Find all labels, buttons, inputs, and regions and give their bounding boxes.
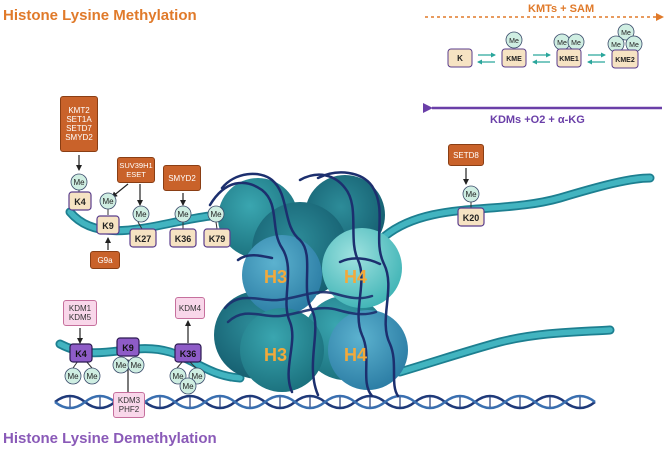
writer-box-k4: KMT2 SET1A SETD7 SMYD2 (60, 96, 98, 152)
legend-me-2b: Me (571, 40, 581, 47)
me-k36: Me (177, 210, 189, 219)
demeth-lysine-k4: K4 (75, 349, 87, 359)
lysine-k27: K27 (135, 234, 152, 244)
lysine-k9: K9 (102, 221, 114, 231)
demethylation-title: Histone Lysine Demethylation (3, 430, 217, 447)
lysine-k4: K4 (74, 197, 86, 207)
demethylation-me-groups: Me Me Me Me Me Me Me (64, 356, 206, 395)
legend-state-kme1: KME1 (559, 56, 579, 63)
eraser-kdm1: KDM1 (68, 304, 92, 313)
legend-me-2a: Me (557, 40, 567, 47)
eraser-box-k9: KDM3 PHF2 (113, 392, 145, 418)
demeth-lysine-k36: K36 (180, 349, 197, 359)
demethylated-lysines: K4 K9 K36 (69, 337, 202, 363)
dna-strand-bottom (54, 394, 596, 410)
me-k27: Me (135, 210, 147, 219)
eraser-phf2: PHF2 (118, 405, 140, 414)
writer-k4-1: KMT2 (68, 106, 90, 115)
demeth-lysine-k9: K9 (122, 343, 134, 353)
writer-box-k36: SMYD2 (163, 165, 201, 191)
histone-h4-bottom-label: H4 (344, 345, 367, 365)
lysine-k36: K36 (175, 234, 192, 244)
methylation-title: Histone Lysine Methylation (3, 7, 197, 24)
writer-box-k20: SETD8 (448, 144, 484, 166)
me-k79: Me (210, 210, 222, 219)
writer-k4-4: SMYD2 (65, 133, 93, 142)
writer-suv39h1: SUV39H1 (119, 161, 153, 170)
dna-wrap (208, 171, 400, 398)
me-k4: Me (73, 178, 85, 187)
dme-k9-b: Me (130, 361, 142, 370)
legend-state-k: K (457, 54, 463, 63)
eraser-box-k4: KDM1 KDM5 (63, 300, 97, 326)
eraser-kdm5: KDM5 (68, 313, 92, 322)
writer-setd8: SETD8 (453, 150, 479, 160)
dme-k36-a: Me (172, 372, 184, 381)
nucleosome-core (214, 175, 408, 392)
legend-state-kme2: KME2 (615, 57, 635, 64)
writer-k4-2: SET1A (66, 115, 92, 124)
methylation-me-groups: Me Me Me Me Me Me (70, 173, 480, 223)
me-k20: Me (465, 190, 477, 199)
dme-k36-b: Me (191, 372, 203, 381)
legend-me-3a: Me (621, 30, 631, 37)
histone-h3-top-label: H3 (264, 267, 287, 287)
histone-h4-top-label: H4 (344, 267, 367, 287)
kdm-label: KDMs +O2 + α-KG (490, 114, 585, 126)
lysine-k20: K20 (463, 213, 480, 223)
equilibrium-arrows (477, 52, 606, 65)
writer-smyd2: SMYD2 (168, 173, 196, 183)
legend-me-3c: Me (629, 42, 639, 49)
me-k9: Me (102, 197, 114, 206)
dme-k9-a: Me (115, 361, 127, 370)
methylation-states-legend: K Me KME Me Me KME1 Me Me Me KME2 (447, 23, 643, 69)
dme-k36-c: Me (182, 382, 194, 391)
legend-state-kme: KME (506, 56, 522, 63)
methylated-lysines: K4 K9 K27 K36 K79 K20 (68, 191, 485, 248)
writer-g9a: G9a (97, 255, 113, 265)
writer-eset: ESET (126, 170, 146, 179)
writer-box-k9-k27: SUV39H1 ESET (117, 157, 155, 183)
legend-me-1: Me (509, 38, 519, 45)
dme-k4-a: Me (67, 372, 79, 381)
lysine-k79: K79 (209, 234, 226, 244)
writer-box-g9a: G9a (90, 251, 120, 269)
eraser-box-k36: KDM4 (175, 297, 205, 319)
dme-k4-b: Me (86, 372, 98, 381)
histone-h3-bottom-label: H3 (264, 345, 287, 365)
eraser-kdm3: KDM3 (117, 396, 141, 405)
kmt-label: KMTs + SAM (528, 3, 594, 15)
legend-me-3b: Me (611, 42, 621, 49)
eraser-kdm4: KDM4 (178, 303, 202, 313)
writer-k4-3: SETD7 (66, 124, 92, 133)
